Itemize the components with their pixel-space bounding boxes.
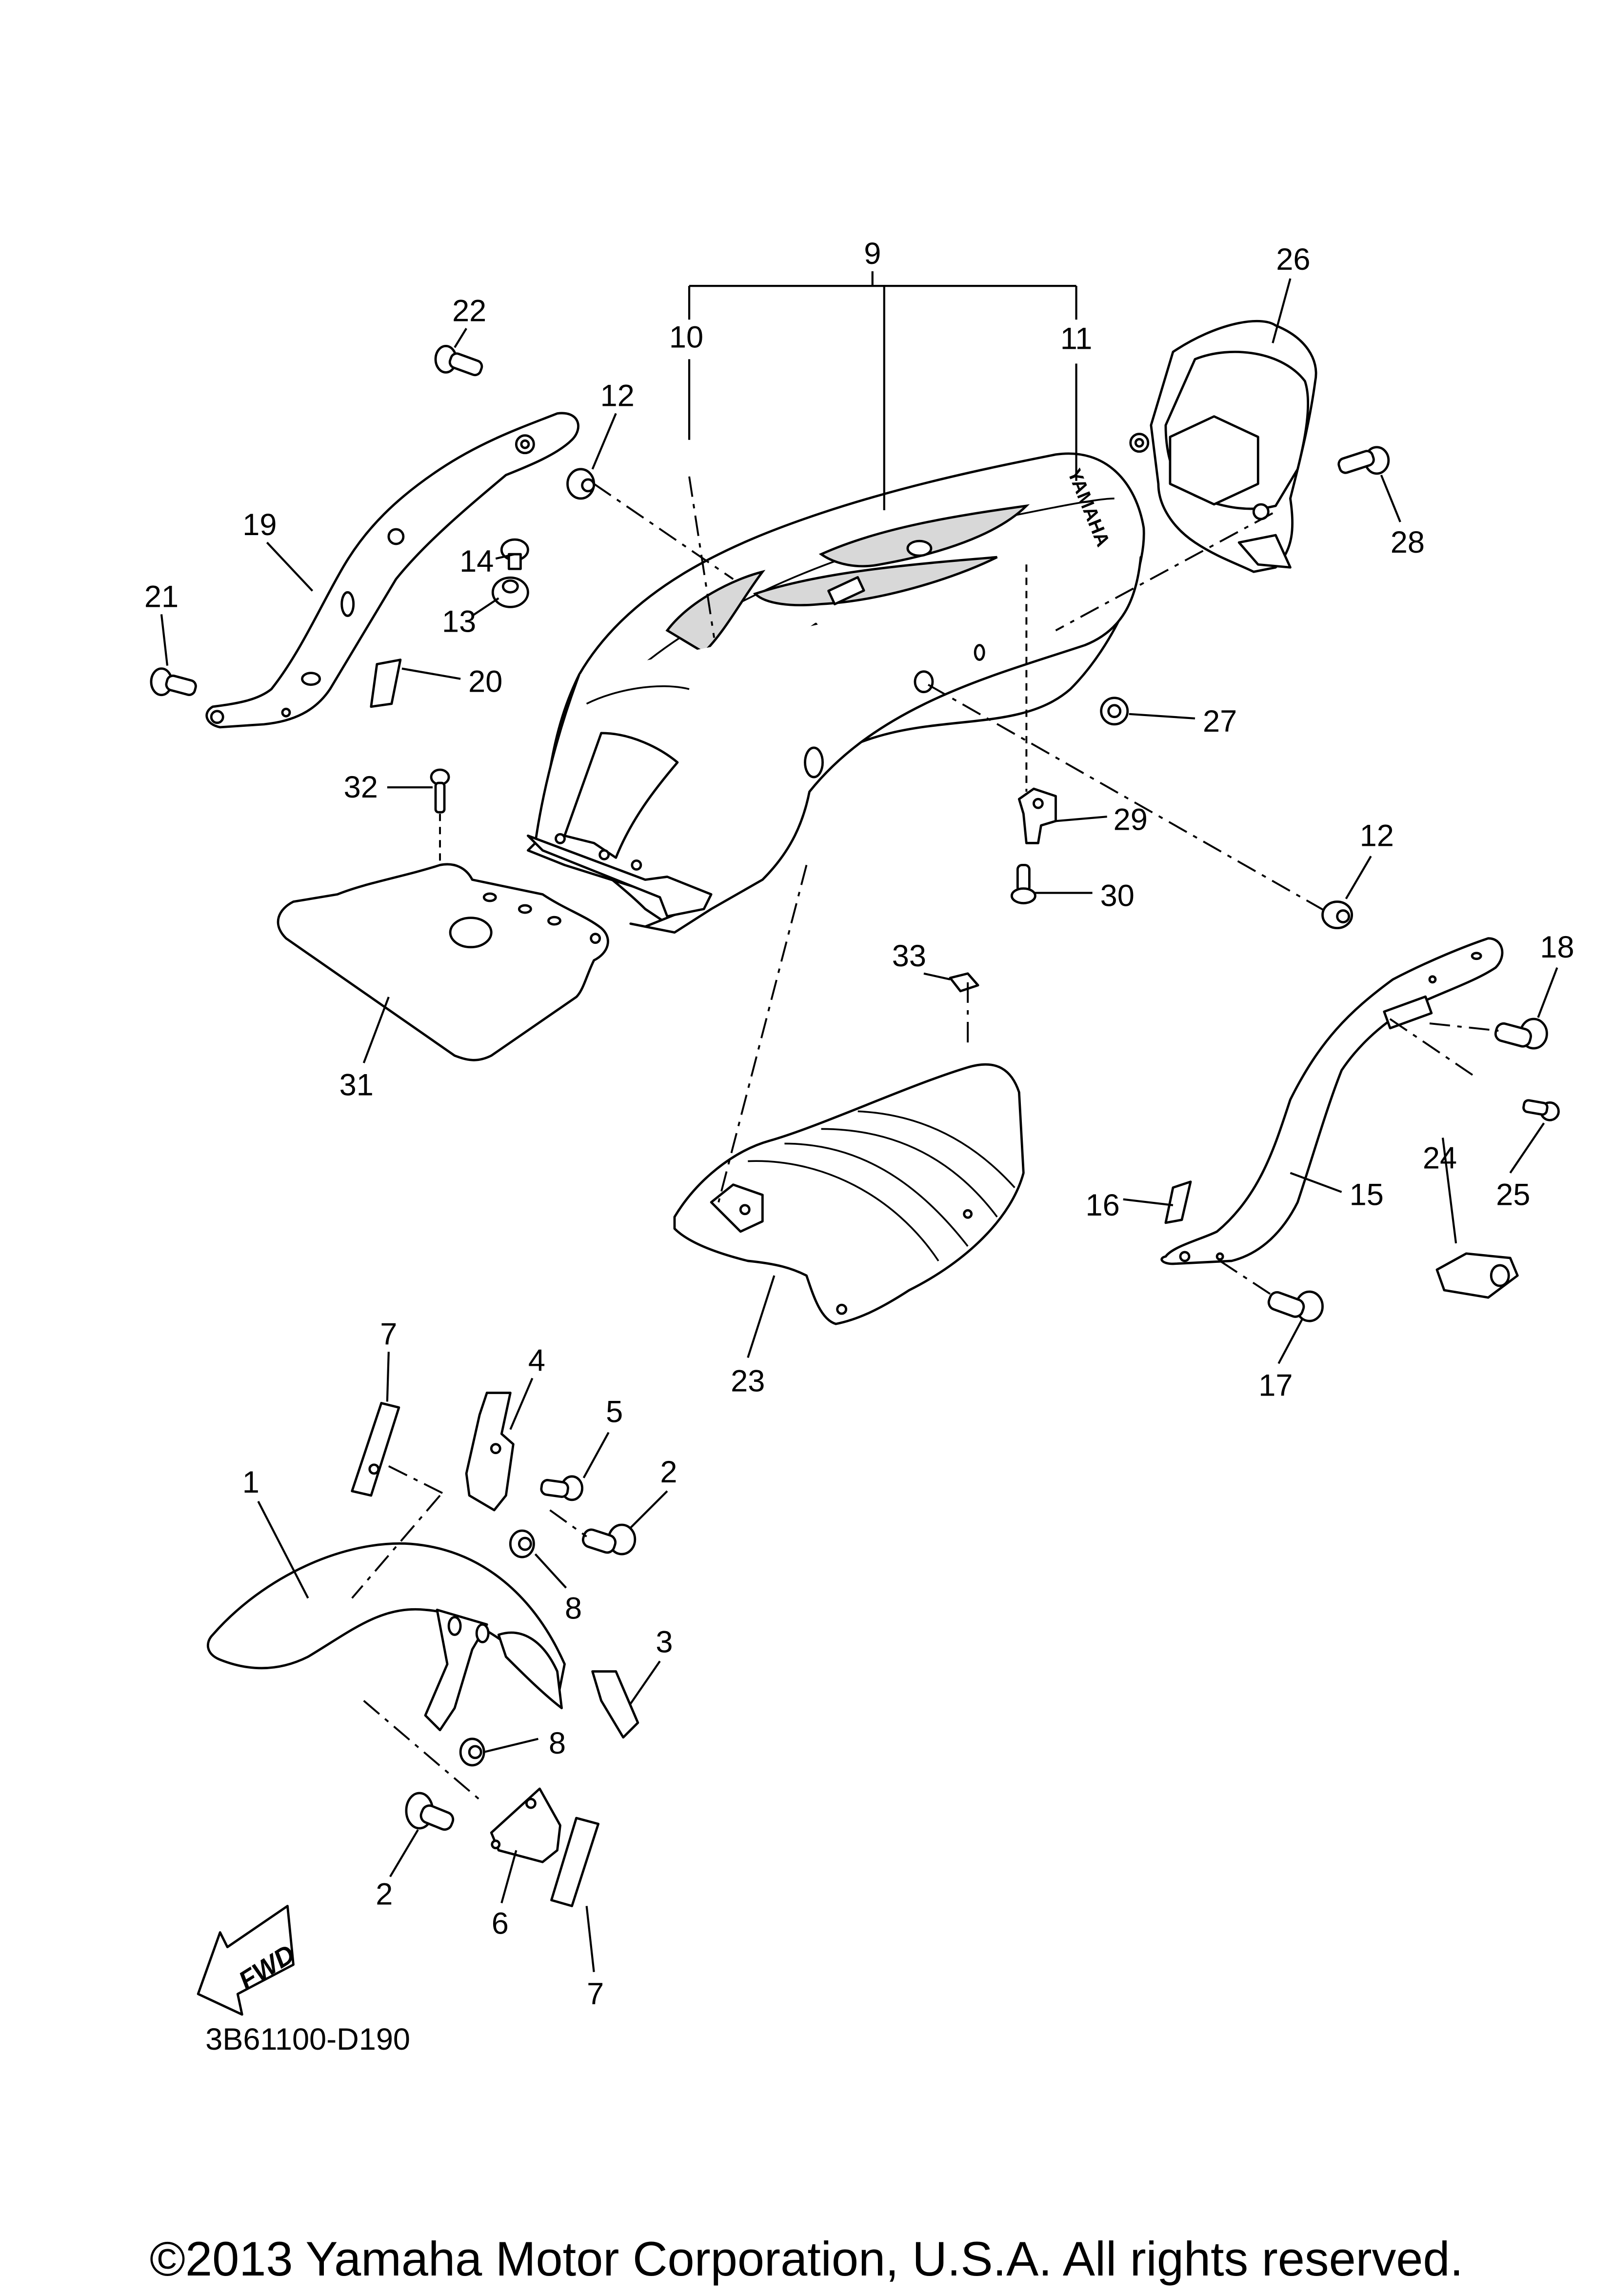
bolt-part-2-upper (581, 1523, 637, 1556)
nut-part-8-upper (509, 1529, 535, 1558)
callout-6: 6 (492, 1907, 509, 1941)
bolt-part-5 (540, 1475, 584, 1501)
tail-light-part-26 (1129, 319, 1317, 573)
damper-part-13 (491, 576, 529, 608)
flame-graphic (665, 570, 766, 654)
callout-23: 23 (731, 1364, 765, 1398)
reflector-part-3 (591, 1670, 639, 1739)
mud-flap-part-31 (277, 863, 609, 1061)
bracket-part-29 (1017, 787, 1057, 844)
callout-22: 22 (452, 294, 486, 328)
grommet-part-12-left (566, 468, 596, 500)
callout-15: 15 (1350, 1178, 1384, 1212)
callout-28: 28 (1391, 525, 1425, 559)
callout-24: 24 (1423, 1141, 1457, 1176)
nut-part-8-lower (459, 1737, 485, 1767)
callout-30: 30 (1100, 879, 1135, 913)
left-grab-rail-part-19 (205, 412, 579, 729)
callout-12: 12 (600, 379, 635, 413)
nut-part-27 (1100, 697, 1129, 726)
grommet-part-12-right (1321, 900, 1354, 930)
reflector-part-7-upper (351, 1402, 400, 1497)
collar-part-14 (500, 538, 529, 570)
callout-7: 7 (587, 1977, 604, 2011)
callout-33: 33 (892, 939, 926, 973)
drawing-code: 3B61100-D190 (205, 2022, 410, 2056)
callout-labels: 9 10 11 12 22 19 21 14 13 20 26 28 27 32… (144, 237, 1574, 2011)
screw-part-30 (1010, 863, 1036, 904)
callout-29: 29 (1114, 802, 1148, 837)
bolt-part-2-lower (405, 1792, 455, 1831)
flame-graphic (753, 556, 998, 606)
front-fender-part-1 (206, 1542, 566, 1732)
bracket-part-6 (490, 1787, 561, 1863)
callout-12: 12 (1360, 819, 1394, 853)
callout-25: 25 (1496, 1178, 1530, 1212)
screw-part-25 (1522, 1099, 1560, 1121)
screw-part-28 (1337, 446, 1390, 475)
callout-19: 19 (242, 508, 277, 542)
callout-26: 26 (1276, 242, 1310, 277)
callout-8: 8 (565, 1591, 582, 1625)
callout-3: 3 (656, 1625, 673, 1659)
callout-20: 20 (468, 665, 502, 699)
inner-fender-part-23 (673, 1063, 1025, 1325)
callout-10: 10 (669, 320, 703, 354)
callout-5: 5 (606, 1395, 623, 1429)
callout-8: 8 (549, 1726, 566, 1760)
bolt-part-22 (434, 344, 483, 377)
callout-17: 17 (1258, 1368, 1293, 1402)
callout-32: 32 (344, 770, 378, 804)
callout-11: 11 (1060, 321, 1093, 356)
callout-4: 4 (528, 1343, 545, 1378)
fwd-arrow-icon: FWD (197, 1905, 300, 2016)
callout-21: 21 (144, 579, 179, 614)
callout-16: 16 (1086, 1188, 1120, 1222)
nut-part-33 (949, 972, 979, 993)
rear-fender-part-9: YAMAHA (527, 452, 1145, 934)
callout-14: 14 (459, 544, 494, 579)
reflector-part-20 (370, 659, 402, 708)
bolt-part-17 (1267, 1290, 1324, 1322)
reflector-part-16 (1164, 1180, 1192, 1224)
callout-1: 1 (242, 1465, 259, 1499)
screw-part-32 (430, 768, 450, 814)
callout-2: 2 (660, 1455, 677, 1489)
callout-31: 31 (339, 1068, 374, 1102)
bolt-part-21 (150, 667, 197, 697)
holder-part-24 (1435, 1252, 1519, 1299)
copyright-notice: ©2013 Yamaha Motor Corporation, U.S.A. A… (150, 2232, 1463, 2286)
flame-graphic (818, 504, 1030, 568)
callout-18: 18 (1540, 930, 1574, 964)
assembly-lines (351, 476, 1499, 1804)
bolt-part-18 (1494, 1018, 1548, 1050)
right-grab-rail-part-15 (1160, 937, 1504, 1265)
callout-9: 9 (864, 237, 881, 271)
callout-2: 2 (376, 1877, 393, 1911)
callout-27: 27 (1203, 704, 1237, 739)
bracket-part-4 (465, 1392, 515, 1512)
callout-7: 7 (380, 1317, 397, 1351)
reflector-part-7-lower (550, 1817, 600, 1907)
leader-lines (160, 271, 1558, 1972)
callout-13: 13 (442, 604, 476, 639)
